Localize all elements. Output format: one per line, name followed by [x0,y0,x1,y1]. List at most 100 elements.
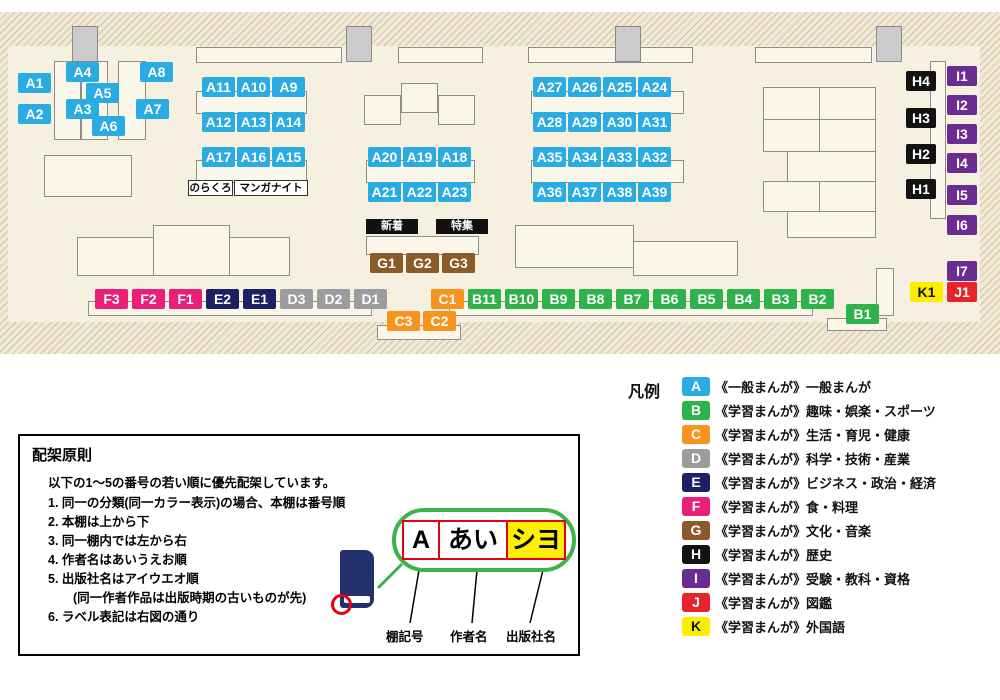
shelf-block [196,47,342,63]
shelf-label-I2: I2 [947,95,977,115]
shelf-label-A35: A35 [533,147,566,167]
annotation-publisher: 出版社名 [506,630,557,644]
shelf-block [819,119,876,152]
legend-item-I: I《学習まんが》受験・教科・資格 [682,566,936,590]
shelf-block [515,225,634,268]
legend-item-G: G 《学習まんが》文化・音楽 [682,518,936,542]
shelf-label-A32: A32 [638,147,671,167]
legend-chip-E: E [682,472,710,492]
legend-label: 《学習まんが》外国語 [715,619,846,635]
legend-item-D: D 《学習まんが》科学・技術・産業 [682,446,936,470]
name-plate: のらくろ [188,180,233,196]
shelf-block [438,95,475,125]
shelf-label-A38: A38 [603,182,636,202]
shelf-label-A18: A18 [438,147,471,167]
label-example-highlight: A あい シヨ [392,508,576,572]
shelf-label-A12: A12 [202,112,235,132]
shelf-label-A21: A21 [368,182,401,202]
legend-label: 《学習まんが》科学・技術・産業 [715,451,911,467]
shelf-label-A37: A37 [568,182,601,202]
shelf-label-I7: I7 [947,261,977,281]
shelf-label-A9: A9 [272,77,305,97]
pillar [346,26,372,62]
shelf-label-G2: G2 [406,253,439,273]
shelf-block [876,268,894,316]
shelf-block [153,225,230,276]
shelf-label-A3: A3 [66,99,99,119]
principles-intro: 以下の1〜5の番号の若い順に優先配架しています。 [48,476,336,490]
shelf-label-I3: I3 [947,124,977,144]
shelf-label-B9: B9 [542,289,575,309]
principle-rule: 1. 同一の分類(同一カラー表示)の場合、本棚は番号順 [48,496,346,510]
shelf-block [755,47,872,63]
shelf-label-K1: K1 [910,282,943,302]
shelf-label-A28: A28 [533,112,566,132]
shelf-label-F2: F2 [132,289,165,309]
shelf-label-A29: A29 [568,112,601,132]
pillar [72,26,98,62]
legend-item-B: B《学習まんが》趣味・娯楽・スポーツ [682,398,936,422]
shelf-label-I4: I4 [947,153,977,173]
shelf-label-D3: D3 [280,289,313,309]
shelf-label-A1: A1 [18,73,51,93]
shelf-label-H4: H4 [906,71,936,91]
shelf-block [787,151,876,182]
shelf-label-A26: A26 [568,77,601,97]
shelf-label-A13: A13 [237,112,270,132]
shelf-label-J1: J1 [947,282,977,302]
legend-chip-F: F [682,496,710,516]
shelf-label-C2: C2 [423,311,456,331]
shelf-label-A11: A11 [202,77,235,97]
legend-chip-G: G [682,520,710,540]
shelf-label-A31: A31 [638,112,671,132]
label-publisher-name: シヨ [506,520,566,560]
shelf-label-A24: A24 [638,77,671,97]
shelf-label-H3: H3 [906,108,936,128]
legend-chip-D: D [682,448,710,468]
shelf-label-B7: B7 [616,289,649,309]
shelf-label-I6: I6 [947,215,977,235]
shelf-label-A20: A20 [368,147,401,167]
legend-chip-H: H [682,544,710,564]
legend-label: 《学習まんが》文化・音楽 [715,523,872,539]
label-shelf-code: A [402,520,440,560]
shelf-block [633,241,738,276]
shelf-block [398,47,483,63]
pillar [876,26,902,62]
principles-rules: 1. 同一の分類(同一カラー表示)の場合、本棚は番号順 2. 本棚は上から下 3. … [48,494,345,627]
shelf-label-F3: F3 [95,289,128,309]
legend-label: 《学習まんが》食・料理 [715,499,859,515]
shelf-label-A27: A27 [533,77,566,97]
legend-label: 《学習まんが》ビジネス・政治・経済 [715,475,937,491]
shelf-block [763,87,820,120]
section-header: 新着 [366,219,418,234]
principle-rule: (同一作者作品は出版時期の古いものが先) [48,591,307,605]
shelf-label-E1: E1 [243,289,276,309]
shelf-label-A14: A14 [272,112,305,132]
legend-chip-J: J [682,592,710,612]
legend-chip-B: B [682,400,710,420]
shelf-label-B6: B6 [653,289,686,309]
shelf-label-D1: D1 [354,289,387,309]
legend-chip-I: I [682,568,710,588]
legend-item-A: A《一般まんが》一般まんが [682,374,936,398]
principle-rule: 3. 同一棚内では左から右 [48,534,187,548]
shelf-label-B4: B4 [727,289,760,309]
shelf-label-G3: G3 [442,253,475,273]
legend-label: 《一般まんが》一般まんが [715,379,872,395]
annotation-author: 作者名 [450,630,488,644]
legend-title: 凡例 [628,384,661,401]
legend-item-J: J《学習まんが》図鑑 [682,590,936,614]
legend-chip-C: C [682,424,710,444]
legend-item-H: H《学習まんが》歴史 [682,542,936,566]
shelf-block [229,237,290,276]
shelf-label-B3: B3 [764,289,797,309]
shelf-label-A16: A16 [237,147,270,167]
shelf-block [401,83,438,113]
principle-rule: 2. 本棚は上から下 [48,515,150,529]
name-plate: マンガナイト [234,180,308,196]
